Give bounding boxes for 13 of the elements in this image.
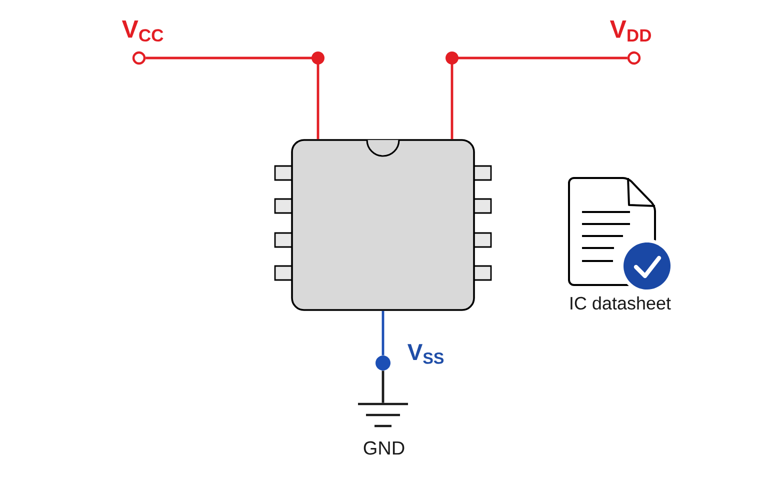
terminal-label: V$_{DD}$ [610,20,651,42]
wire [146,56,320,140]
pin-label: V$_{SS}$ [408,344,444,364]
wire [450,56,628,140]
ground-symbol [358,402,408,428]
terminal-label: V$_{CC}$ [122,20,164,42]
ground-label: GND [364,441,404,455]
junction-dot [376,356,390,370]
terminal-circle [132,51,146,65]
wire [382,310,384,356]
wire [382,370,384,403]
terminal-circle [627,51,641,65]
icon-caption: IC datasheet [570,296,671,310]
